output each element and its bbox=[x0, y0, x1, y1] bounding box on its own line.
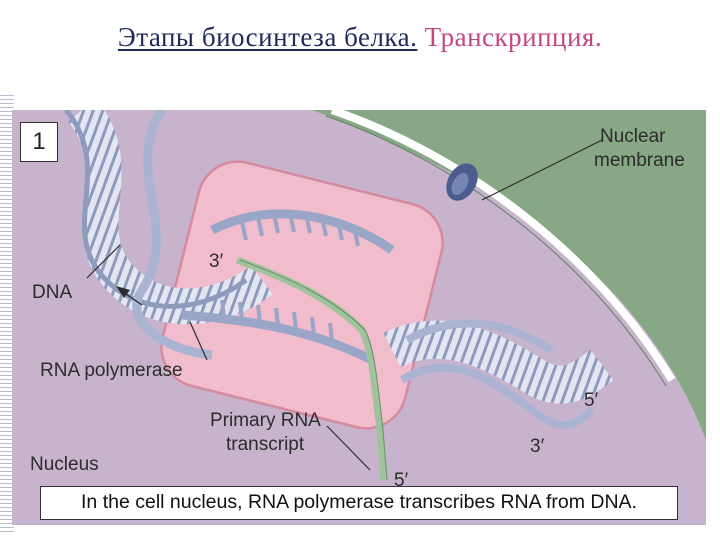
slide-title-main: Этапы биосинтеза белка. bbox=[117, 22, 418, 52]
label-primary-rna-1: Primary RNA bbox=[210, 410, 321, 431]
dna-helix bbox=[64, 110, 614, 429]
arrow-icon bbox=[116, 286, 130, 298]
slide-title-sub: Транскрипция. bbox=[424, 22, 603, 52]
label-nuclear-membrane-2: membrane bbox=[594, 150, 685, 171]
label-5-prime-right: 5′ bbox=[584, 390, 599, 411]
panel-number: 1 bbox=[20, 122, 58, 162]
label-dna: DNA bbox=[32, 282, 72, 303]
label-nucleus: Nucleus bbox=[30, 454, 99, 475]
label-5-prime-rna: 5′ bbox=[394, 470, 409, 491]
membrane-inner-layer bbox=[330, 110, 676, 383]
transcription-figure: Nuclear membrane DNA RNA polymerase Prim… bbox=[12, 110, 706, 525]
label-3-prime-right: 3′ bbox=[530, 436, 545, 457]
transcription-diagram: Nuclear membrane DNA RNA polymerase Prim… bbox=[30, 110, 706, 491]
slide-decoration bbox=[0, 95, 14, 535]
label-primary-rna-2: transcript bbox=[226, 434, 305, 455]
nuclear-pore bbox=[446, 163, 478, 201]
label-nuclear-membrane-1: Nuclear bbox=[600, 126, 666, 147]
label-3-prime-template: 3′ bbox=[209, 251, 224, 272]
label-rna-polymerase: RNA polymerase bbox=[40, 360, 183, 381]
slide-title: Этапы биосинтеза белка. Транскрипция. bbox=[0, 22, 720, 53]
nuclear-membrane bbox=[312, 110, 706, 440]
leader-lines bbox=[86, 139, 603, 471]
figure-caption: In the cell nucleus, RNA polymerase tran… bbox=[40, 486, 678, 520]
primary-rna-transcript bbox=[235, 256, 388, 481]
